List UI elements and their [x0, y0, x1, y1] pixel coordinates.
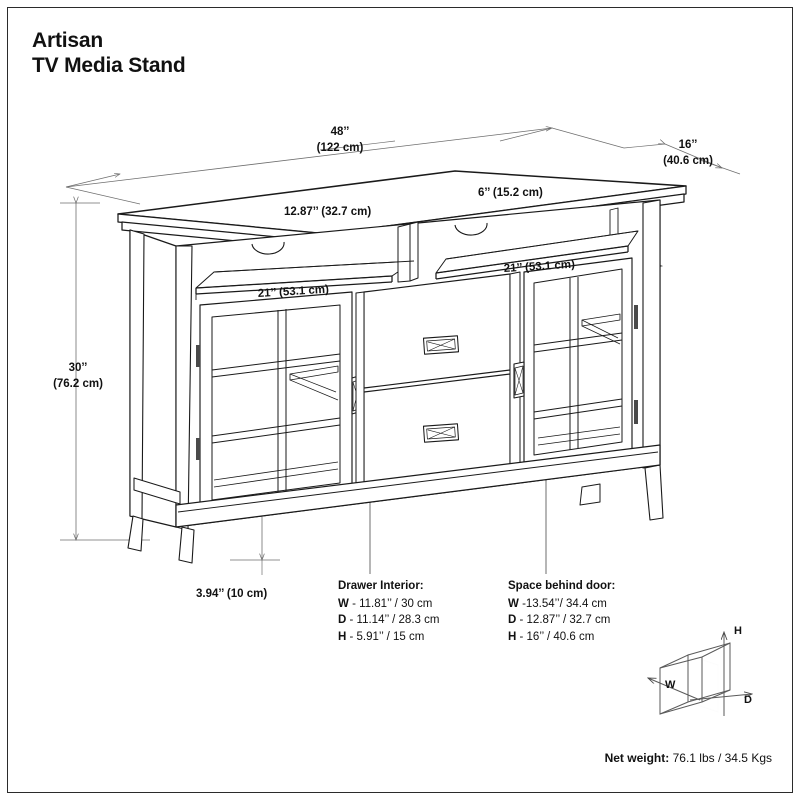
- spec-row: D - 12.87’’ / 32.7 cm: [508, 612, 615, 629]
- label-cubby-height: 6’’ (15.2 cm): [478, 187, 543, 199]
- page-title: Artisan TV Media Stand: [32, 29, 186, 77]
- spec-value: -13.54’’/ 34.4 cm: [522, 597, 607, 610]
- spec-key: H: [338, 630, 347, 643]
- spec-key: D: [508, 614, 517, 626]
- spec-row: H - 5.91’’ / 15 cm: [338, 629, 439, 646]
- spec-key: H: [508, 630, 517, 643]
- net-weight-label: Net weight:: [604, 751, 670, 765]
- label-height-inches: 30’’: [69, 362, 88, 374]
- legend-width-axis-label: W: [665, 679, 676, 691]
- legend-depth-axis-label: D: [744, 694, 752, 706]
- cabinet-body: [117, 170, 687, 564]
- spec-value: - 5.91’’ / 15 cm: [349, 630, 425, 643]
- spec-row: W -13.54’’/ 34.4 cm: [508, 596, 615, 613]
- spec-value: - 16’’ / 40.6 cm: [519, 630, 595, 643]
- label-height-metric: (76.2 cm): [53, 378, 103, 390]
- dimension-labels: 48’’ (122 cm) 16’’ (40.6 cm) 30’’ (76.2 …: [53, 126, 713, 600]
- axis-legend-cube: H W D: [648, 625, 752, 716]
- spec-key: W: [508, 597, 519, 610]
- label-depth-inches: 16’’: [679, 139, 698, 151]
- spec-block-drawer-interior: Drawer Interior: W - 11.81’’ / 30 cm D -…: [338, 578, 439, 645]
- spec-key: D: [338, 614, 347, 626]
- label-width-metric: (122 cm): [317, 142, 364, 154]
- label-width-inches: 48’’: [331, 126, 350, 138]
- spec-value: - 11.81’’ / 30 cm: [352, 597, 433, 610]
- spec-block-space-behind-door: Space behind door: W -13.54’’/ 34.4 cm D…: [508, 578, 615, 645]
- spec-heading: Space behind door:: [508, 580, 616, 592]
- spec-value: - 12.87’’ / 32.7 cm: [519, 614, 611, 626]
- spec-row: H - 16’’ / 40.6 cm: [508, 629, 615, 646]
- spec-value: - 11.14’’ / 28.3 cm: [349, 614, 440, 626]
- net-weight: Net weight: 76.1 lbs / 34.5 Kgs: [605, 751, 772, 765]
- label-cubby-width-right: 21’’ (53.1 cm): [503, 259, 575, 275]
- legend-height-axis-label: H: [734, 625, 742, 637]
- label-shelf-depth: 12.87’’ (32.7 cm): [284, 206, 371, 218]
- label-floor-clearance: 3.94’’ (10 cm): [196, 588, 267, 600]
- spec-row: W - 11.81’’ / 30 cm: [338, 596, 439, 613]
- net-weight-value: 76.1 lbs / 34.5 Kgs: [672, 751, 772, 765]
- label-depth-metric: (40.6 cm): [663, 155, 713, 167]
- spec-key: W: [338, 597, 349, 610]
- spec-heading: Drawer Interior:: [338, 580, 424, 592]
- spec-row: D - 11.14’’ / 28.3 cm: [338, 612, 439, 629]
- label-cubby-width-left: 21’’ (53.1 cm): [257, 284, 329, 300]
